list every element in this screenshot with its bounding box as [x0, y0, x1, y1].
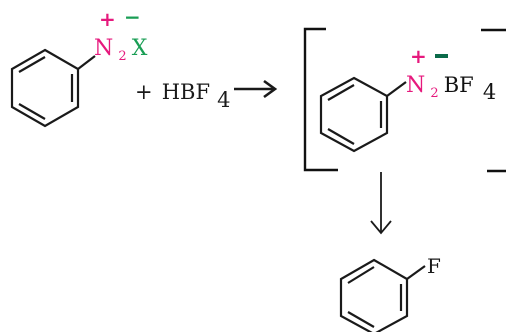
reagent-formula: + HBF 4: [135, 80, 231, 112]
product-benzene-ring: [339, 258, 409, 332]
reactant-plus-charge: +: [99, 7, 116, 31]
intermediate-plus-charge: +: [410, 44, 427, 68]
intermediate-c-n-bond: [386, 81, 407, 97]
reactant-benzene-ring: [10, 48, 80, 128]
reactant-formula: N 2 X: [94, 36, 148, 64]
reaction-arrow-down: [370, 172, 392, 235]
product-c-f-bond: [406, 265, 426, 280]
right-bracket: [481, 28, 506, 173]
reactant-c-n-bond: [77, 55, 96, 70]
intermediate-minus-charge: [435, 54, 448, 58]
intermediate-benzene-ring: [319, 76, 389, 153]
reagent-hbf: HBF: [162, 80, 210, 104]
left-bracket: [303, 27, 338, 172]
reaction-arrow-right: [234, 79, 278, 99]
intermediate-counterion: BF: [444, 73, 474, 97]
reactant-anion: X: [132, 36, 148, 61]
reactant-n-subscript: 2: [118, 49, 126, 64]
intermediate-n-subscript: 2: [430, 86, 438, 101]
reactant-minus-charge: −: [124, 5, 141, 29]
intermediate-formula: N 2 BF 4: [406, 73, 496, 104]
product-fluorine: F: [427, 254, 441, 278]
reagent-subscript: 4: [217, 88, 230, 112]
intermediate-counterion-subscript: 4: [483, 80, 496, 104]
intermediate-n: N: [406, 73, 425, 98]
reactant-n: N: [94, 36, 113, 61]
reagent-plus: +: [135, 80, 153, 104]
